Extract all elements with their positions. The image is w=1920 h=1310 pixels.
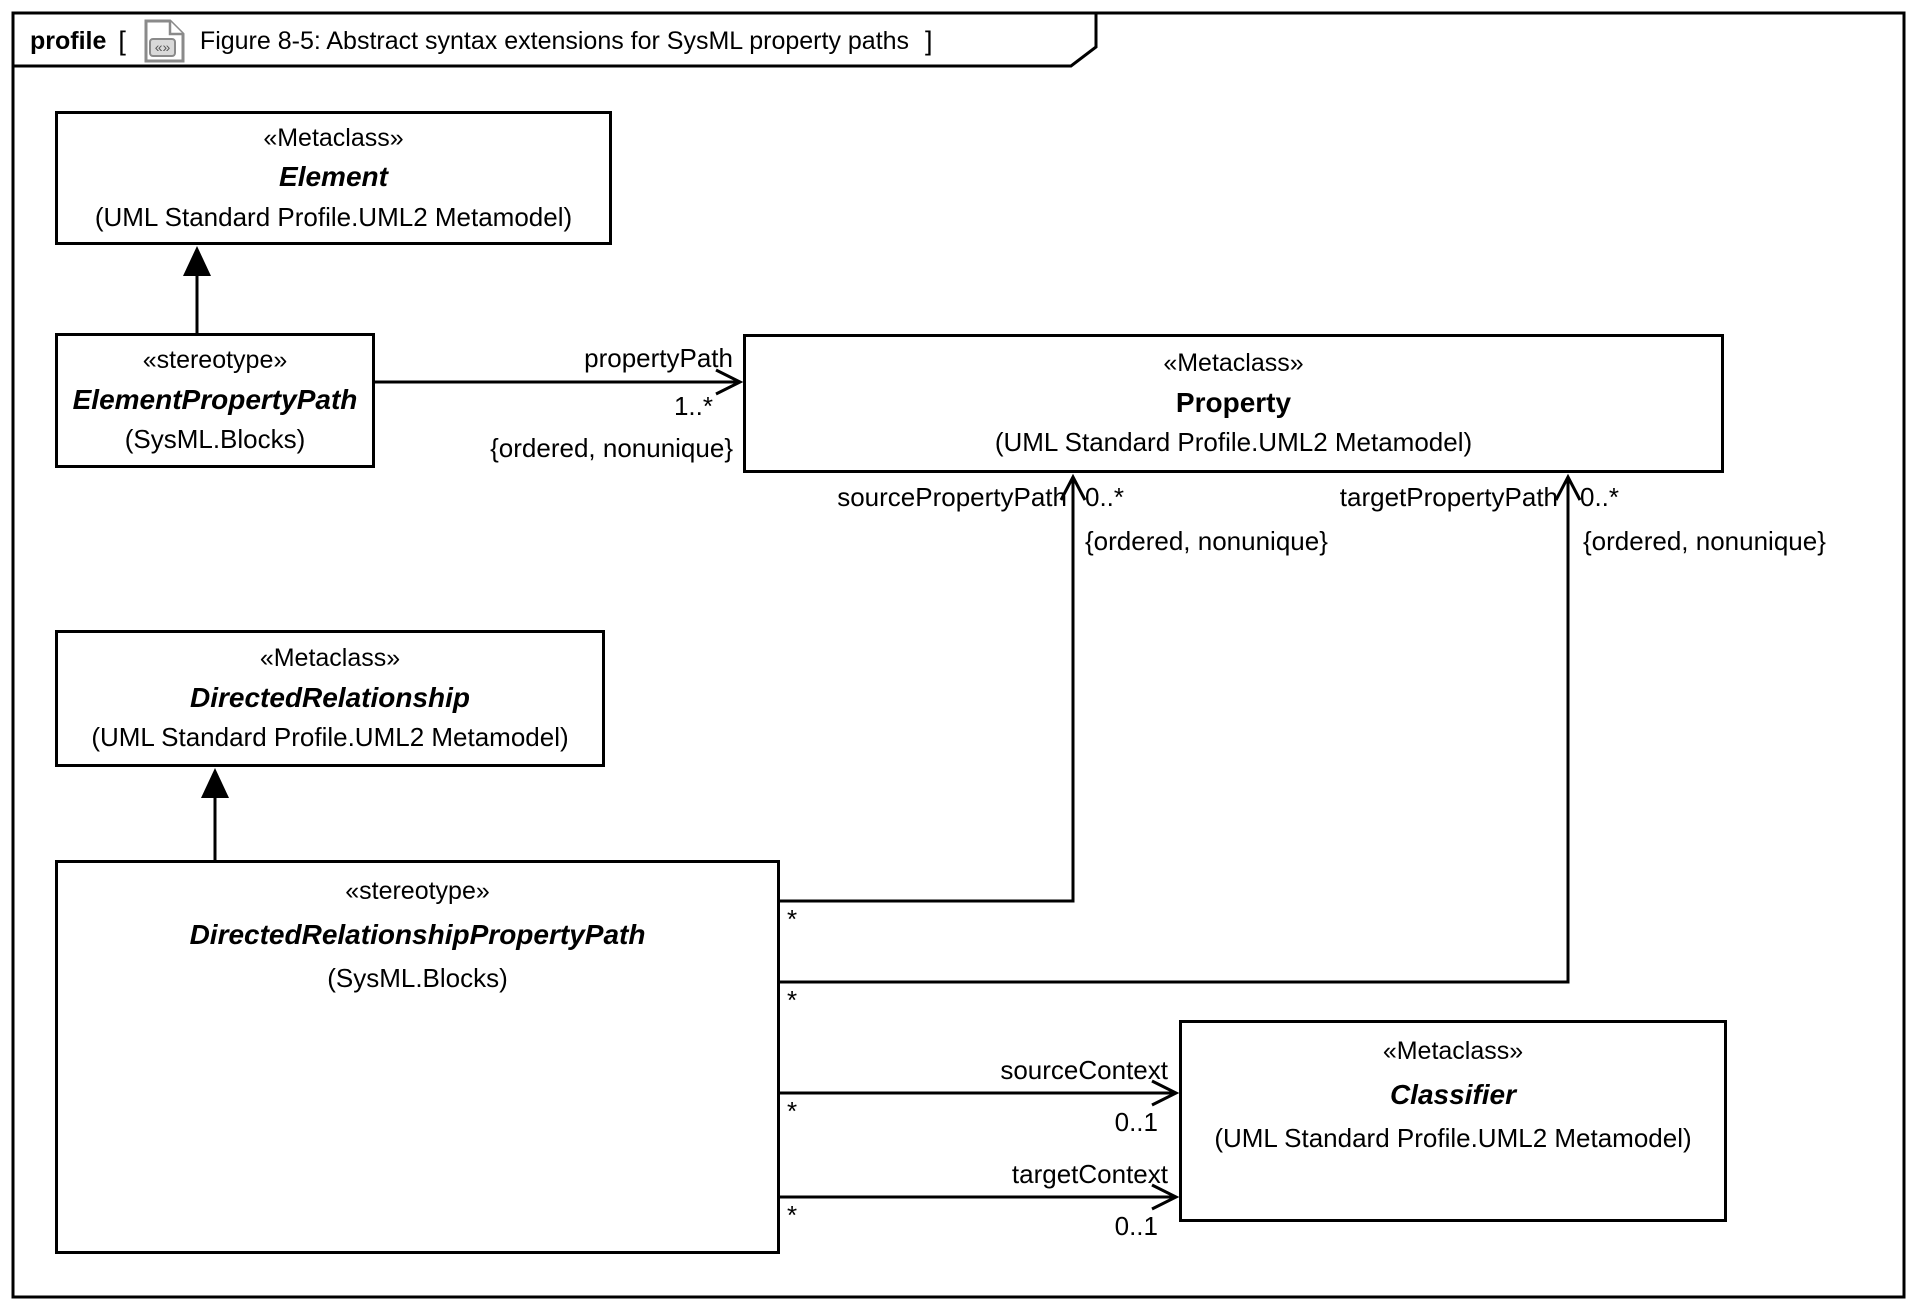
assoc-source-multiplicity-sourcepropertypath: * xyxy=(787,904,798,934)
association-sourcepropertypath xyxy=(780,473,1087,903)
stereotype-keyword: «Metaclass» xyxy=(263,123,404,152)
assoc-constraint-propertypath: {ordered, nonunique} xyxy=(490,433,733,463)
assoc-constraint-sourcepropertypath: {ordered, nonunique} xyxy=(1085,526,1328,556)
assoc-multiplicity-sourcecontext: 0..1 xyxy=(1114,1107,1158,1137)
package-name: (SysML.Blocks) xyxy=(327,962,508,993)
assoc-end-name-propertypath: propertyPath xyxy=(584,343,733,373)
association-targetpropertypath xyxy=(780,473,1582,984)
svg-text:«»: «» xyxy=(155,39,171,55)
stereotype-keyword: «stereotype» xyxy=(345,877,490,905)
assoc-multiplicity-sourcepropertypath: 0..* xyxy=(1085,482,1125,512)
frame-title: Figure 8-5: Abstract syntax extensions f… xyxy=(199,26,910,55)
assoc-source-multiplicity-targetcontext: * xyxy=(787,1200,798,1230)
class-name: DirectedRelationshipPropertyPath xyxy=(189,918,646,950)
association-propertypath xyxy=(375,368,744,396)
assoc-source-multiplicity-targetpropertypath: * xyxy=(787,985,798,1015)
diagram-frame xyxy=(11,11,1906,1299)
profile-diagram-icon: «» xyxy=(142,18,186,64)
association-targetcontext xyxy=(780,1183,1180,1211)
association-sourcecontext xyxy=(780,1079,1180,1107)
class-name: Property xyxy=(1175,386,1292,418)
class-box-property: «Metaclass» Property (UML Standard Profi… xyxy=(743,334,1724,473)
class-box-directedrelationship: «Metaclass» DirectedRelationship (UML St… xyxy=(55,630,605,767)
stereotype-keyword: «Metaclass» xyxy=(1163,349,1304,378)
assoc-end-name-sourcepropertypath: sourcePropertyPath xyxy=(837,482,1067,512)
package-name: (SysML.Blocks) xyxy=(124,424,306,455)
frame-kind-label: profile xyxy=(30,26,107,55)
assoc-multiplicity-targetcontext: 0..1 xyxy=(1114,1211,1158,1241)
class-name: ElementPropertyPath xyxy=(72,383,358,415)
assoc-multiplicity-propertypath: 1..* xyxy=(673,391,713,421)
assoc-end-name-sourcecontext: sourceContext xyxy=(1000,1055,1168,1085)
assoc-end-name-targetpropertypath: targetPropertyPath xyxy=(1339,482,1558,512)
frame-bracket-open: [ xyxy=(118,25,126,56)
assoc-end-name-targetcontext: targetContext xyxy=(1011,1159,1168,1189)
class-box-classifier: «Metaclass» Classifier (UML Standard Pro… xyxy=(1179,1020,1727,1222)
package-name: (UML Standard Profile.UML2 Metamodel) xyxy=(91,722,569,753)
assoc-source-multiplicity-sourcecontext: * xyxy=(787,1096,798,1126)
class-box-directedrelationshippropertypath: «stereotype» DirectedRelationshipPropert… xyxy=(55,860,780,1254)
class-box-elementpropertypath: «stereotype» ElementPropertyPath (SysML.… xyxy=(55,333,375,468)
class-name: Element xyxy=(279,161,388,193)
package-name: (UML Standard Profile.UML2 Metamodel) xyxy=(94,201,573,232)
stereotype-keyword: «stereotype» xyxy=(142,346,288,375)
stereotype-keyword: «Metaclass» xyxy=(1382,1037,1524,1065)
package-name: (UML Standard Profile.UML2 Metamodel) xyxy=(994,427,1473,458)
class-name: Classifier xyxy=(1389,1078,1517,1110)
extension-directedrelationshippropertypath-directedrelationship xyxy=(201,768,229,860)
class-box-element: «Metaclass» Element (UML Standard Profil… xyxy=(55,111,612,245)
assoc-constraint-targetpropertypath: {ordered, nonunique} xyxy=(1583,526,1826,556)
frame-bracket-close: ] xyxy=(925,25,933,56)
frame-tab: profile [ «» Figure 8-5: Abstract syntax… xyxy=(30,18,933,64)
package-name: (UML Standard Profile.UML2 Metamodel) xyxy=(1214,1122,1692,1153)
stereotype-keyword: «Metaclass» xyxy=(259,644,401,673)
class-name: DirectedRelationship xyxy=(189,681,471,713)
assoc-multiplicity-targetpropertypath: 0..* xyxy=(1580,482,1620,512)
extension-elementpropertypath-element xyxy=(183,246,211,333)
